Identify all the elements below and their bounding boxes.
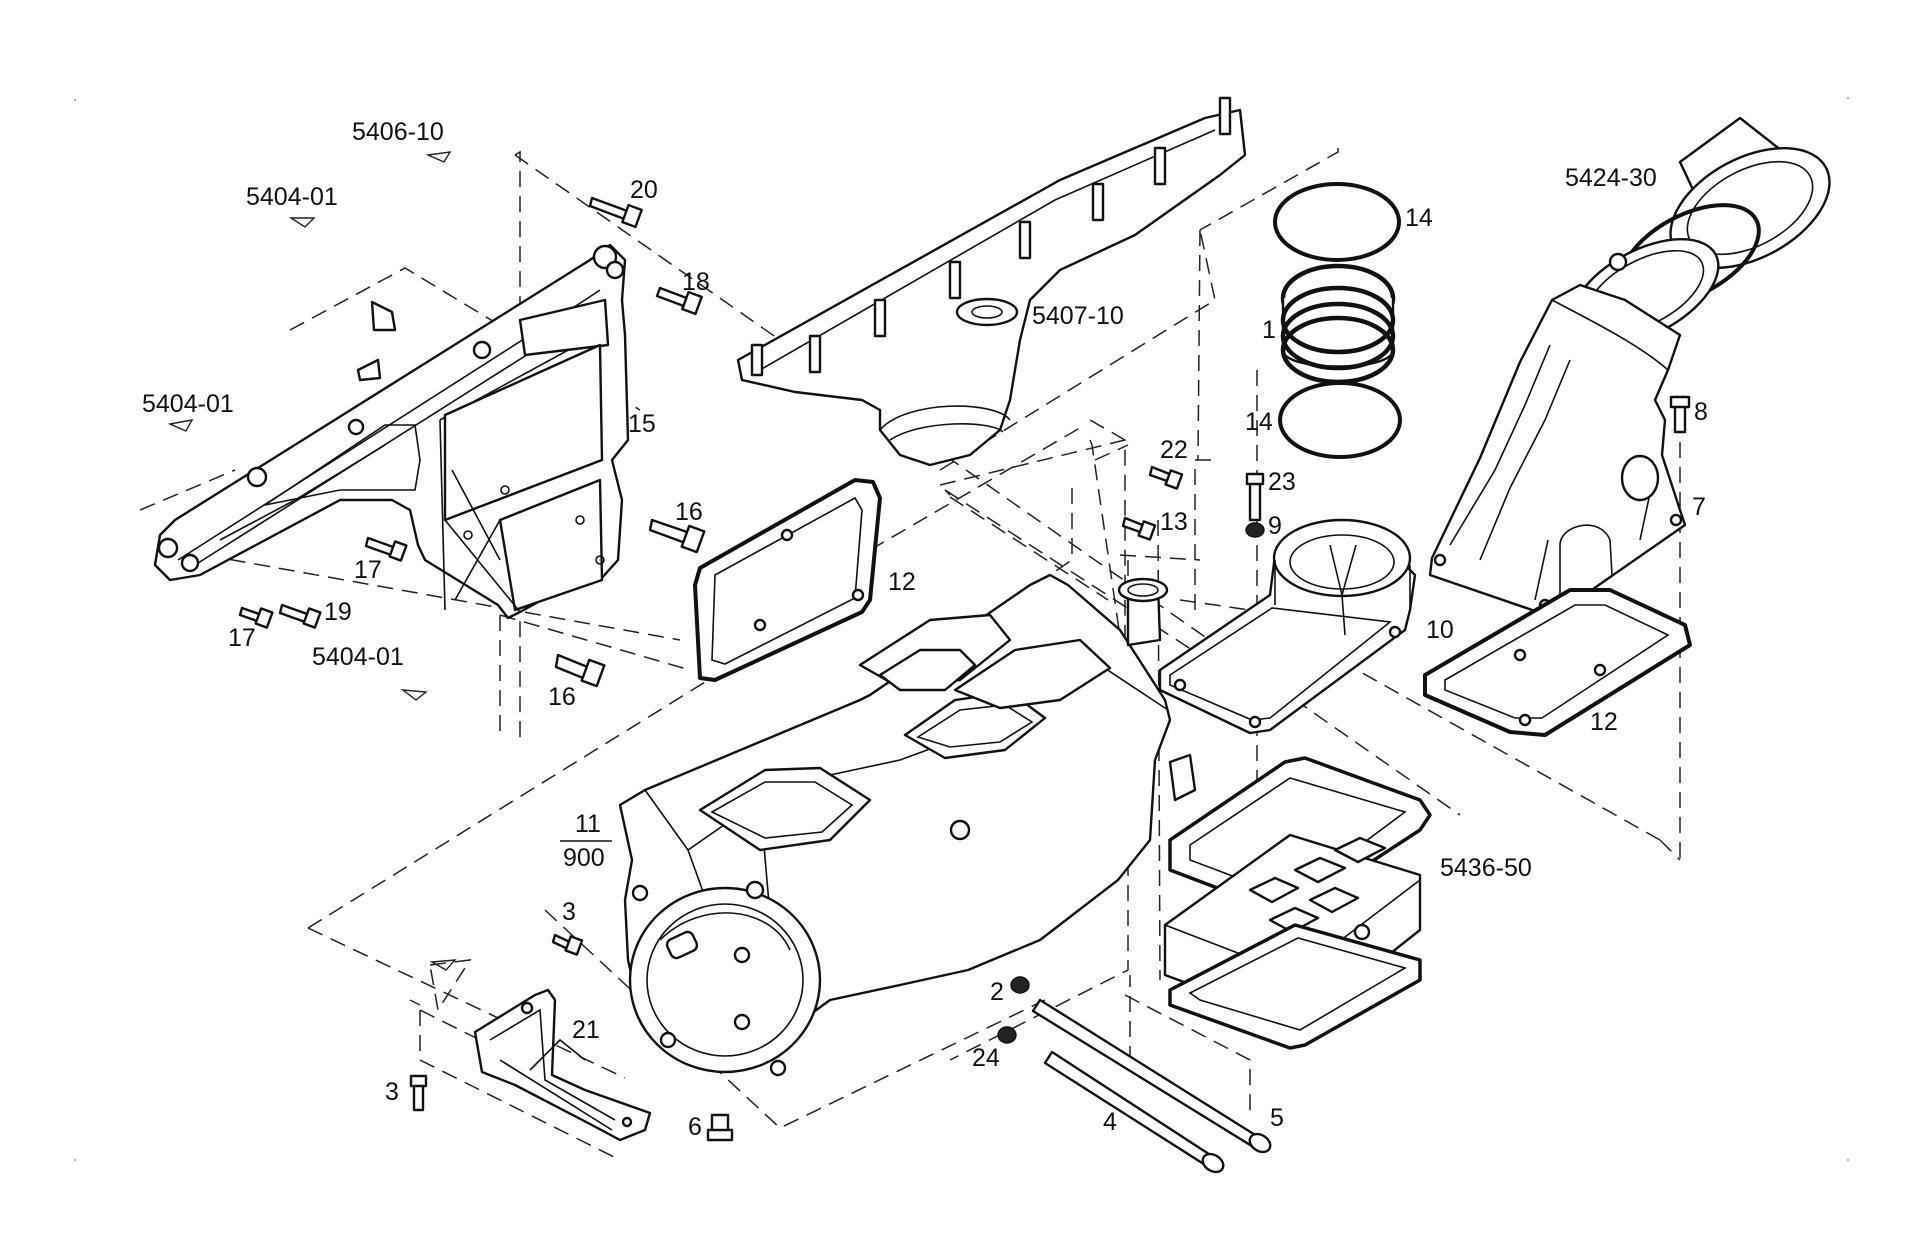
label-part-3-upper: 3 <box>562 898 576 926</box>
label-part-23: 23 <box>1268 468 1296 496</box>
label-ref-5424-30: 5424-30 <box>1565 164 1657 192</box>
label-part-16-upper: 16 <box>675 498 703 526</box>
label-part-900: 900 <box>563 844 605 872</box>
label-part-3-lower: 3 <box>385 1078 399 1106</box>
label-part-14-top: 14 <box>1405 204 1433 232</box>
label-part-14-bottom: 14 <box>1245 408 1273 436</box>
fasteners <box>238 196 1691 1142</box>
mounting-bracket-5404-01 <box>153 243 630 620</box>
label-part-12-left: 12 <box>888 568 916 596</box>
label-part-9: 9 <box>1268 512 1282 540</box>
electronic-box-5436-50 <box>1163 756 1432 1050</box>
tie-bolt-4 <box>1043 1050 1225 1174</box>
label-ref-5436-50: 5436-50 <box>1440 854 1532 882</box>
label-part-13: 13 <box>1160 508 1188 536</box>
label-part-20: 20 <box>630 176 658 204</box>
label-part-2: 2 <box>990 978 1004 1006</box>
exhaust-manifold-5407-10 <box>736 96 1247 467</box>
mounting-foot-21 <box>473 988 652 1142</box>
label-part-17-lower: 17 <box>228 624 256 652</box>
label-ref-5407-10: 5407-10 <box>1032 302 1124 330</box>
gasket-12-left <box>693 478 882 682</box>
label-part-15: 15 <box>628 410 656 438</box>
nozzle-flange-10 <box>1158 518 1417 735</box>
label-part-5: 5 <box>1270 1104 1284 1132</box>
label-ref-5404-01-bot: 5404-01 <box>312 643 404 671</box>
label-part-11: 11 <box>575 810 601 838</box>
corner-marks <box>74 97 1849 1161</box>
label-part-16-lower: 16 <box>548 683 576 711</box>
label-part-17-upper: 17 <box>354 556 382 584</box>
label-part-1: 1 <box>1262 316 1276 344</box>
label-ref-5404-01-mid: 5404-01 <box>142 390 234 418</box>
triangle-marker <box>429 959 472 1013</box>
pump-elbow-housing <box>1428 283 1687 614</box>
pump-housing-11 <box>618 573 1197 1077</box>
label-part-12-right: 12 <box>1590 708 1618 736</box>
label-ref-5406-10: 5406-10 <box>352 118 444 146</box>
label-part-21: 21 <box>572 1016 600 1044</box>
callout-labels: 5406-10 5404-01 5404-01 5404-01 5407-10 … <box>142 118 1708 1141</box>
reference-arrows <box>167 151 457 971</box>
label-part-8: 8 <box>1694 398 1708 426</box>
label-part-24: 24 <box>972 1044 1000 1072</box>
sealing-rings-stack <box>1273 182 1402 459</box>
label-part-22: 22 <box>1160 436 1188 464</box>
gasket-12-right <box>1423 588 1692 737</box>
label-part-4: 4 <box>1103 1108 1117 1136</box>
label-part-19: 19 <box>324 598 352 626</box>
label-part-7: 7 <box>1692 493 1706 521</box>
tie-bolt-5 <box>1031 998 1272 1154</box>
label-part-6: 6 <box>688 1113 702 1141</box>
label-part-18: 18 <box>682 268 710 296</box>
label-part-10: 10 <box>1426 616 1454 644</box>
label-ref-5404-01-top: 5404-01 <box>246 183 338 211</box>
